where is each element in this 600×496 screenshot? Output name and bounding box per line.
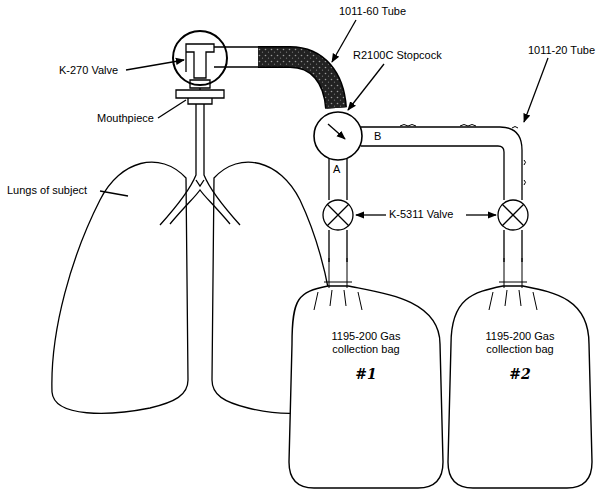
bag-number: #1 <box>355 366 376 382</box>
tube-wrap <box>400 125 526 186</box>
leader <box>524 58 548 122</box>
tube-1011-60-outline <box>214 47 258 67</box>
bag-label: 1195-200 Gas collection bag <box>472 330 568 356</box>
part-label: Mouthpiece <box>96 112 155 125</box>
leader <box>348 64 384 110</box>
leader <box>100 191 128 196</box>
k270-valve <box>186 44 214 90</box>
tube-1011-20 <box>361 127 522 200</box>
bag-label: 1195-200 Gas collection bag <box>318 330 414 356</box>
gas-collection-bag: 1195-200 Gas collection bag #2 <box>445 258 595 490</box>
part-label: K-5311 Valve <box>388 208 454 221</box>
k270-valve-ring <box>173 31 227 85</box>
left-lung <box>52 162 188 413</box>
gas-collection-bag: 1195-200 Gas collection bag #1 <box>286 258 446 490</box>
k5311-valve-1 <box>323 200 353 262</box>
port-letter: B <box>373 130 382 143</box>
leader <box>126 60 184 70</box>
part-label: K-270 Valve <box>58 64 119 77</box>
bag-number: #2 <box>509 366 530 382</box>
port-letter: A <box>332 163 341 176</box>
k5311-valve-2 <box>498 200 528 262</box>
part-label: Lungs of subject <box>6 184 88 197</box>
leader <box>158 100 186 118</box>
part-label: 1011-60 Tube <box>338 5 407 18</box>
leader <box>466 214 496 215</box>
trachea <box>160 104 240 225</box>
leader <box>356 214 386 215</box>
part-label: 1011-20 Tube <box>527 44 596 57</box>
stopcock <box>314 112 362 160</box>
tube-a <box>329 159 347 200</box>
stopcock-arrow <box>328 124 345 139</box>
part-label: R2100C Stopcock <box>352 49 443 62</box>
tube-1011-60 <box>258 57 336 108</box>
